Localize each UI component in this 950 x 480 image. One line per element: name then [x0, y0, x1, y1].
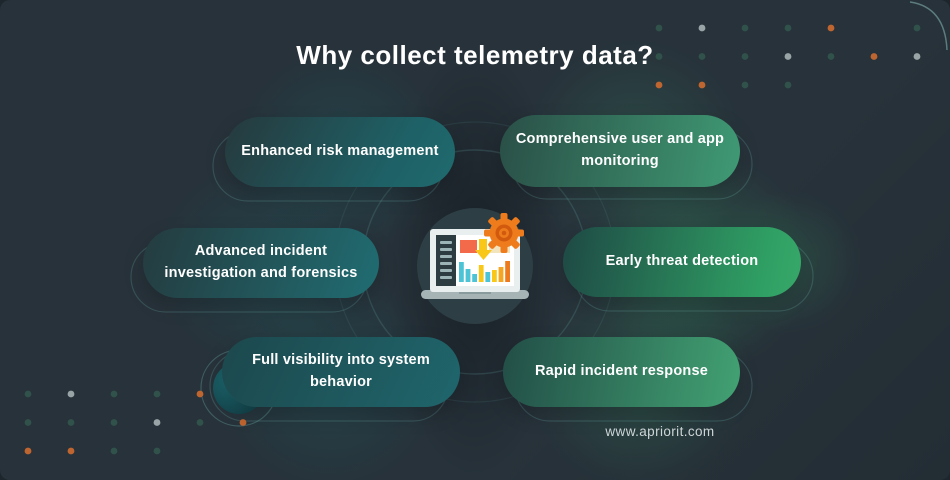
decor-dot: [110, 390, 118, 398]
laptop-analytics-gear-icon: [417, 208, 533, 324]
pill-rapid-incident-response: Rapid incident response: [503, 337, 740, 407]
pill-label: Advanced incident investigation and fore…: [164, 243, 358, 281]
gear-icon: [484, 213, 524, 253]
decor-dot: [67, 447, 75, 455]
pill-early-threat-detection: Early threat detection: [563, 227, 801, 297]
pill-label: Early threat detection: [605, 253, 759, 270]
pill-label: Full visibility into system behavior: [252, 352, 430, 390]
decor-dot: [784, 24, 792, 32]
decor-dot: [913, 53, 921, 60]
decor-dot: [153, 447, 161, 455]
decor-dot: [698, 81, 706, 89]
decor-dot: [698, 53, 706, 60]
decor-dot: [239, 419, 247, 426]
bar-chart: [459, 261, 510, 282]
decor-dot: [655, 24, 663, 32]
sidebar-menu-lines: [440, 241, 452, 279]
pill-advanced-incident-investigation: Advanced incident investigation and fore…: [143, 228, 379, 298]
decor-dot: [110, 419, 118, 426]
decor-dot: [741, 81, 749, 89]
pill-full-visibility-system-behavior: Full visibility into system behavior: [222, 337, 460, 407]
decor-dot: [784, 81, 792, 89]
decor-dot: [698, 24, 706, 32]
decor-dot: [24, 447, 32, 455]
dashboard-orange-card: [460, 240, 477, 253]
infographic-title: Why collect telemetry data?: [296, 40, 654, 70]
pill-label: Comprehensive user and app monitoring: [515, 131, 725, 169]
decor-dot: [196, 390, 204, 398]
decor-dot: [24, 390, 32, 398]
dot-grids: [24, 24, 921, 455]
decor-dot: [196, 419, 204, 426]
decor-dot: [655, 81, 663, 89]
pill-enhanced-risk-management: Enhanced risk management: [225, 117, 455, 187]
decor-dot: [67, 390, 75, 398]
decor-dot: [153, 419, 161, 426]
decor-dot: [827, 24, 835, 32]
decor-dot: [110, 447, 118, 455]
corner-arc: [909, 1, 948, 51]
decor-dot: [827, 53, 835, 60]
decor-dot: [153, 390, 161, 398]
decor-dot: [655, 53, 663, 60]
decor-dot: [741, 53, 749, 60]
decor-dot: [67, 419, 75, 426]
decor-dot: [784, 53, 792, 60]
website-credit: www.apriorit.com: [605, 424, 715, 439]
decor-dot: [870, 53, 878, 60]
yellow-down-arrow: [475, 239, 492, 260]
pill-label: Enhanced risk management: [241, 143, 439, 160]
pill-label: Rapid incident response: [535, 363, 708, 380]
pill-comprehensive-user-app-monitoring: Comprehensive user and app monitoring: [500, 115, 740, 187]
decor-dot: [741, 24, 749, 32]
decor-dot: [24, 419, 32, 426]
decor-dot: [913, 24, 921, 32]
